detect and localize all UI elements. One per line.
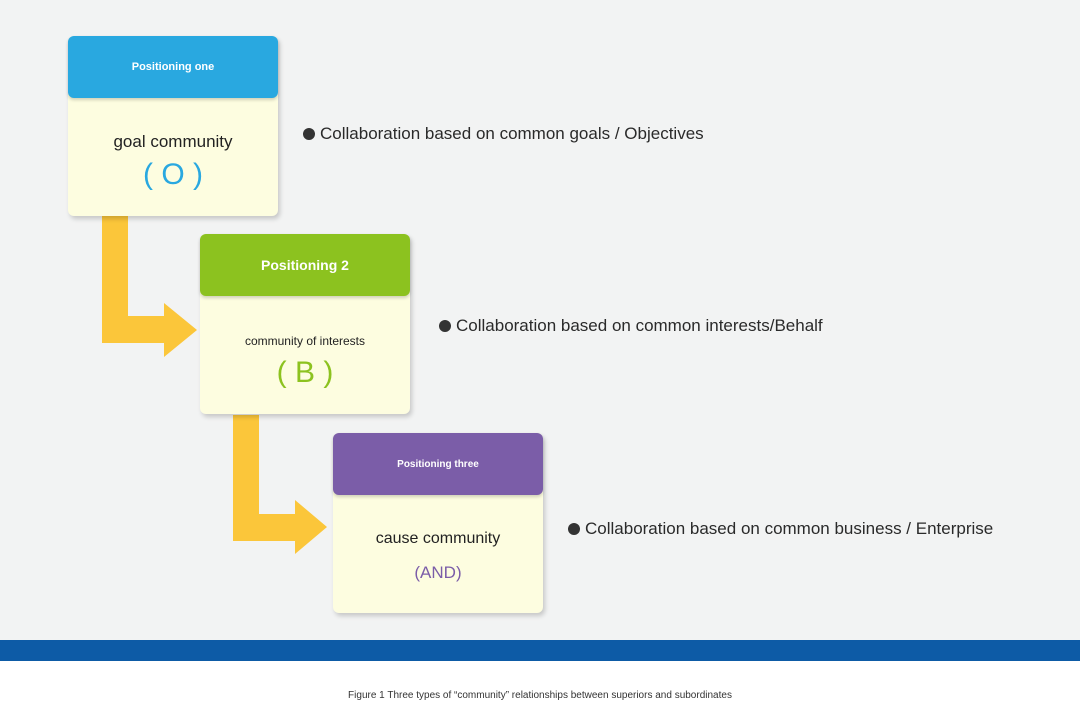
flow-arrow-2 [233, 415, 327, 554]
diagram: Positioning one goal community ( O ) Pos… [68, 36, 993, 613]
card-code: ( O ) [143, 158, 203, 191]
card-cause-community: Positioning three cause community (AND) [333, 433, 543, 613]
card-goal-community: Positioning one goal community ( O ) [68, 36, 278, 216]
card-header-positioning-one: Positioning one [68, 36, 278, 98]
bullet-dot-icon [439, 320, 451, 332]
card-code: ( B ) [276, 356, 334, 389]
card-header-positioning-2: Positioning 2 [200, 234, 410, 296]
card-title: goal community [113, 132, 233, 151]
footer [0, 661, 1080, 714]
card-code: (AND) [414, 563, 462, 582]
card-title: cause community [375, 530, 501, 547]
blue-band [0, 640, 1080, 661]
bullet-goals: Collaboration based on common goals / Ob… [303, 124, 704, 144]
bullet-dot-icon [303, 128, 315, 140]
card-header-positioning-three: Positioning three [333, 433, 543, 495]
bullet-interests: Collaboration based on common interests/… [439, 316, 823, 336]
bullet-business: Collaboration based on common business /… [568, 519, 993, 539]
flow-arrows [102, 216, 327, 554]
card-title: community of interests [244, 334, 366, 348]
bullet-text: Collaboration based on common business /… [585, 519, 994, 538]
bullet-text: Collaboration based on common interests/… [456, 316, 823, 335]
bullet-text: Collaboration based on common goals / Ob… [320, 124, 704, 143]
figure-caption: Figure 1 Three types of “community” rela… [348, 690, 732, 701]
card-community-of-interests: Positioning 2 community of interests ( B… [200, 234, 410, 414]
flow-arrow-1 [102, 216, 197, 357]
bullet-dot-icon [568, 523, 580, 535]
